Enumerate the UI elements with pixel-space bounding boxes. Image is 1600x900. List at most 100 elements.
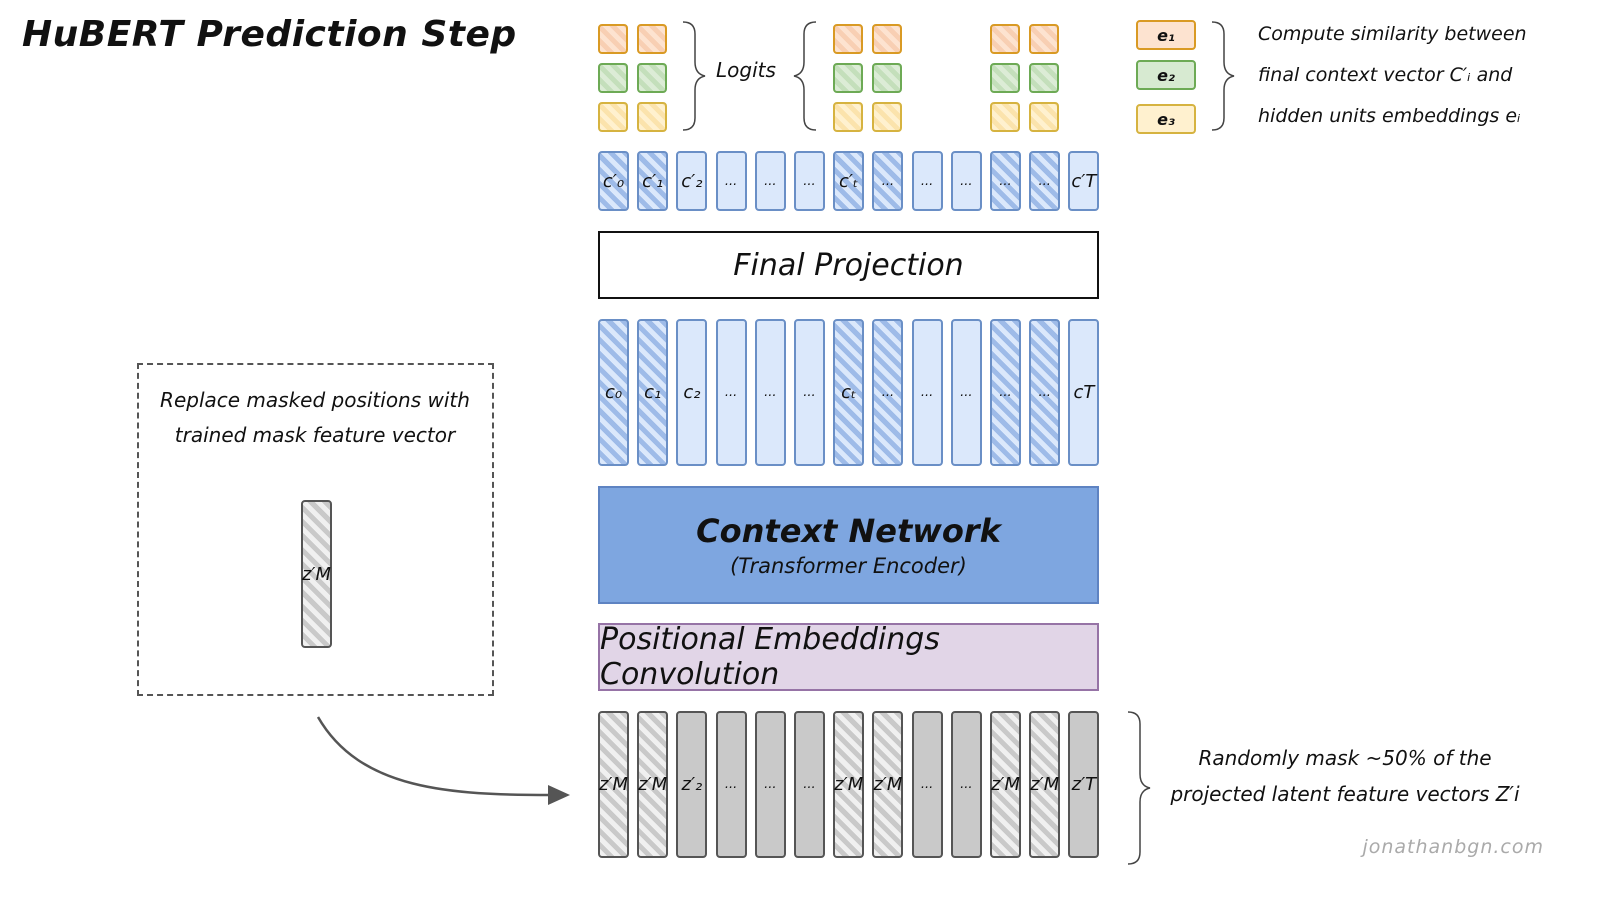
projected-vector-label: ... <box>999 173 1012 189</box>
projected-vector-label: c′₁ <box>642 170 664 192</box>
projected-vector-label: ... <box>724 173 738 189</box>
latent-vector: z′M <box>872 711 904 858</box>
mask-feature-vector: z′M <box>301 500 332 648</box>
context-vector: ... <box>754 319 786 466</box>
projected-vector: ... <box>990 151 1021 211</box>
latent-vector: ... <box>911 711 943 858</box>
logit-cell <box>872 24 902 54</box>
latent-vector-label: ... <box>764 777 777 792</box>
logits-brace-left <box>793 21 817 131</box>
projected-vector: ... <box>872 151 904 211</box>
logit-cell <box>990 102 1020 132</box>
projected-vector: ... <box>754 151 786 211</box>
latent-vector-label: z′M <box>1030 774 1060 795</box>
latent-vector-label: ... <box>920 777 934 792</box>
context-vector: ... <box>715 319 747 466</box>
projected-vector: ... <box>1029 151 1061 211</box>
context-vector-label: c₁ <box>644 382 662 403</box>
latent-vector: z′M <box>637 711 669 858</box>
projected-vector-label: ... <box>764 173 777 189</box>
latent-vector-label: z′T <box>1071 774 1097 795</box>
replace-arrow <box>316 716 553 797</box>
latent-vector-label: z′M <box>873 774 903 795</box>
latent-vector-label: ... <box>724 777 738 792</box>
latent-vector: z′₂ <box>676 711 708 858</box>
mask-feature-vector-label: z′M <box>301 563 332 585</box>
logit-cell <box>1029 102 1059 132</box>
logit-cell <box>990 24 1020 54</box>
similarity-note: Compute similarity between final context… <box>1258 14 1548 137</box>
similarity-note-line: hidden units embeddings eᵢ <box>1258 105 1521 127</box>
context-vector: ... <box>950 319 982 466</box>
projected-vector-label: c′T <box>1071 170 1097 192</box>
context-vector-label: ... <box>960 385 973 400</box>
latent-vector: z′M <box>598 711 629 858</box>
logit-cell <box>990 63 1020 93</box>
latent-vector: ... <box>715 711 747 858</box>
latent-vector-label: z′M <box>990 774 1021 795</box>
logit-cell <box>1029 24 1059 54</box>
logits-label: Logits <box>716 58 776 82</box>
latent-vector: z′M <box>990 711 1021 858</box>
context-vector-label: ... <box>803 385 816 400</box>
logit-cell <box>637 63 667 93</box>
logit-cell <box>1029 63 1059 93</box>
latent-vector-label: z′₂ <box>681 774 703 795</box>
latent-vector-label: z′M <box>638 774 668 795</box>
logit-cell <box>598 102 628 132</box>
projected-vector-label: c′₂ <box>681 170 703 192</box>
context-vector-label: ... <box>764 385 777 400</box>
latent-vector: ... <box>754 711 786 858</box>
mask-note-line: projected latent feature vectors Z′i <box>1170 782 1520 806</box>
logit-cell <box>637 102 667 132</box>
final-projection-block: Final Projection <box>598 231 1099 299</box>
logit-cell <box>598 24 628 54</box>
logit-cell <box>598 63 628 93</box>
context-vector-label: c₂ <box>683 382 701 403</box>
context-vector-label: ... <box>1038 385 1051 400</box>
context-vector-label: ... <box>920 385 934 400</box>
context-vector: cT <box>1068 319 1100 466</box>
context-network-subtitle: (Transformer Encoder) <box>730 554 967 578</box>
latent-vector-label: z′M <box>598 774 629 795</box>
context-vector: ... <box>872 319 904 466</box>
projected-vector-label: ... <box>1038 173 1051 189</box>
projected-vector: ... <box>950 151 982 211</box>
projected-vector: ... <box>911 151 943 211</box>
logits-brace-right <box>682 21 706 131</box>
context-vector-label: cT <box>1073 382 1095 403</box>
latent-vector: z′T <box>1068 711 1100 858</box>
latent-vector-label: ... <box>803 777 816 792</box>
projected-vector-label: ... <box>960 173 973 189</box>
context-vector-label: ... <box>881 385 895 400</box>
replace-note: Replace masked positions with trained ma… <box>150 383 480 453</box>
embedding-e2: e₂ <box>1136 60 1196 90</box>
projected-vector: ... <box>794 151 825 211</box>
similarity-note-line: final context vector C′ᵢ and <box>1258 64 1513 86</box>
replace-mask-box <box>137 363 494 696</box>
projected-vector-label: c′₀ <box>602 170 625 192</box>
projected-vector: c′₁ <box>637 151 669 211</box>
projected-vector: c′₂ <box>676 151 708 211</box>
latent-vector-label: ... <box>960 777 973 792</box>
projected-vector-label: ... <box>803 173 816 189</box>
logit-cell <box>833 24 863 54</box>
logit-cell <box>833 63 863 93</box>
logit-cell <box>872 102 902 132</box>
embedding-e3: e₃ <box>1136 104 1196 134</box>
latent-vector: ... <box>794 711 825 858</box>
logit-cell <box>872 63 902 93</box>
projected-vector: ... <box>715 151 747 211</box>
projected-vector: c′₀ <box>598 151 629 211</box>
embedding-e1: e₁ <box>1136 20 1196 50</box>
logit-cell <box>637 24 667 54</box>
latent-vector: z′M <box>1029 711 1061 858</box>
context-vector: c₁ <box>637 319 669 466</box>
context-vector: ... <box>794 319 825 466</box>
context-network-title: Context Network <box>696 512 1001 550</box>
arrow-head-icon <box>548 785 570 805</box>
context-vector-label: c₀ <box>604 382 623 403</box>
projected-vector: c′T <box>1068 151 1100 211</box>
watermark: jonathanbgn.com <box>1362 836 1544 858</box>
context-vector-label: ... <box>999 385 1012 400</box>
